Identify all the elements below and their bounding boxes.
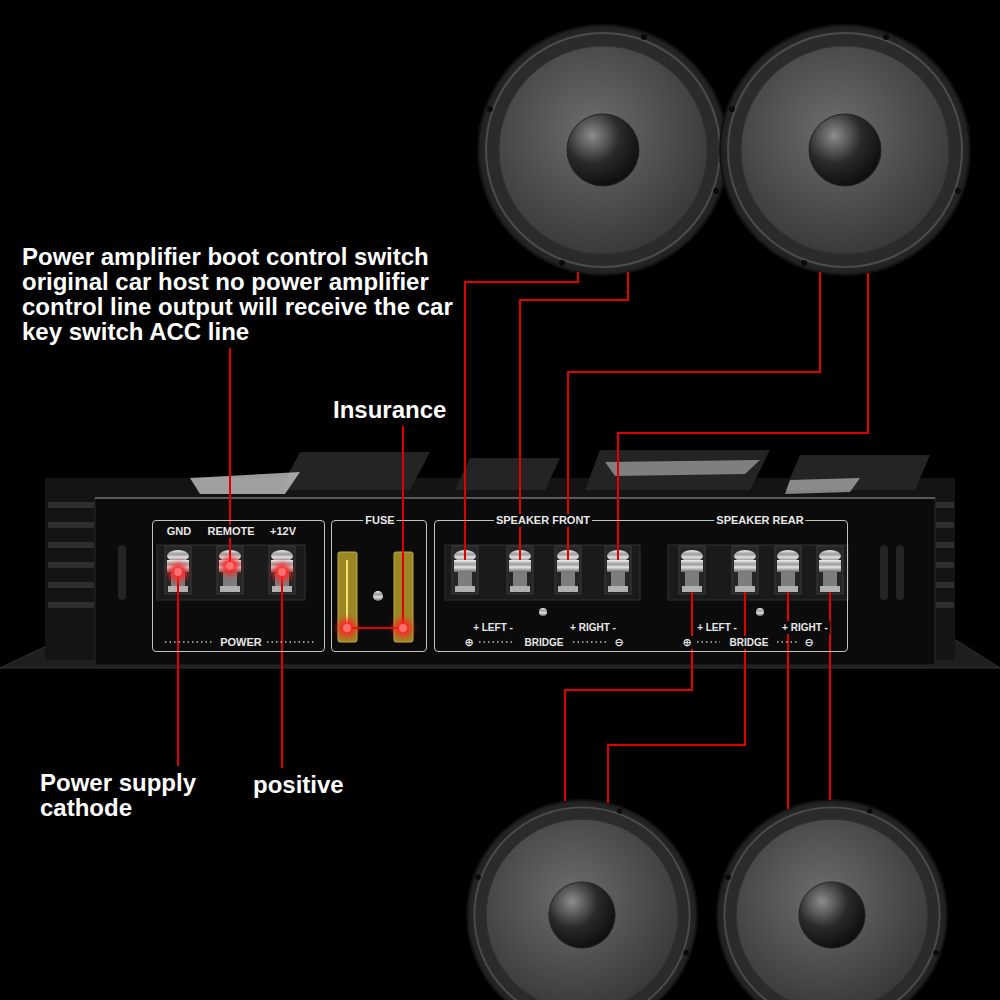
callout-label: Insurance [333,397,446,422]
speaker-terminal [817,546,843,594]
faceplate-edge [95,497,935,499]
terminal-label: REMOTE [205,525,256,538]
dotted-rule [267,641,314,643]
dotted-rule [479,641,514,643]
glow-dot [338,619,356,637]
fuse [338,552,357,642]
terminal-label: +12V [268,525,298,538]
terminal-label: ⊖ [802,636,815,649]
speaker-wire [568,272,820,560]
leader-line [281,578,283,768]
speaker-wire [608,592,745,803]
rear-left-speaker [467,800,697,1000]
fin-highlight [605,460,760,476]
heatsink-fins [190,450,930,494]
leader-line [177,578,179,766]
panel-screw [539,608,547,616]
speaker-terminal-panel: SPEAKER FRONTSPEAKER REAR+ LEFT -+ RIGHT… [434,520,848,652]
fin [585,450,770,490]
terminal-label: ⊖ [612,636,625,649]
rear-terminal-block [668,545,848,600]
terminal-label: POWER [218,636,264,649]
terminal-label: ⊕ [680,636,693,649]
front-left-speaker [478,25,728,275]
terminal-label: + RIGHT - [568,621,618,634]
glow-dot [273,563,291,581]
fuse-panel: FUSE [331,520,427,652]
front-terminal-block [445,545,640,600]
vent-slot [880,545,888,600]
glow-dot [399,624,407,632]
speaker-wire [618,273,868,560]
callout-label: Power supply cathode [40,770,225,820]
glow-dots [169,557,412,637]
speaker-terminal [775,546,801,594]
fin-highlight [785,478,860,494]
glow-dot [394,619,412,637]
panel-screw [373,591,383,601]
glow-dot [278,568,286,576]
glow-dot [169,563,187,581]
glow-dot [226,562,234,570]
terminal-label: BRIDGE [523,636,566,649]
power-terminal-panel: GND REMOTE +12V POWER [152,520,325,652]
terminal-label: SPEAKER REAR [714,514,805,527]
speaker-wires [465,272,868,809]
terminal-label: ⊕ [462,636,475,649]
terminal-label: FUSE [363,514,396,527]
dotted-rule [573,641,607,643]
speaker-terminal [732,546,758,594]
terminal-label: + RIGHT - [780,621,830,634]
front-right-speaker [720,25,970,275]
dotted-rule [697,641,720,643]
speaker-terminal [679,546,705,594]
fin-highlight [190,472,300,494]
dotted-rule [777,641,797,643]
vent-slot [118,545,126,600]
fin [280,452,430,490]
terminal-label: + LEFT - [471,621,515,634]
vent-slot [896,545,904,600]
terminal-label: GND [165,525,193,538]
glow-dot [221,557,239,575]
leader-line [402,426,404,624]
rear-right-speaker [717,800,947,1000]
callout-note: Power amplifier boot control switch orig… [22,244,462,344]
panel-screw [756,608,764,616]
speaker-wire [565,592,692,801]
callout-label: positive [253,772,344,797]
glow-dot [343,624,351,632]
terminal-label: SPEAKER FRONT [494,514,592,527]
terminal-label: BRIDGE [728,636,771,649]
glow-dot [174,568,182,576]
fin [455,458,560,490]
amplifier-faceplate [95,498,935,665]
terminal-label: + LEFT - [695,621,739,634]
dotted-rule [165,641,213,643]
